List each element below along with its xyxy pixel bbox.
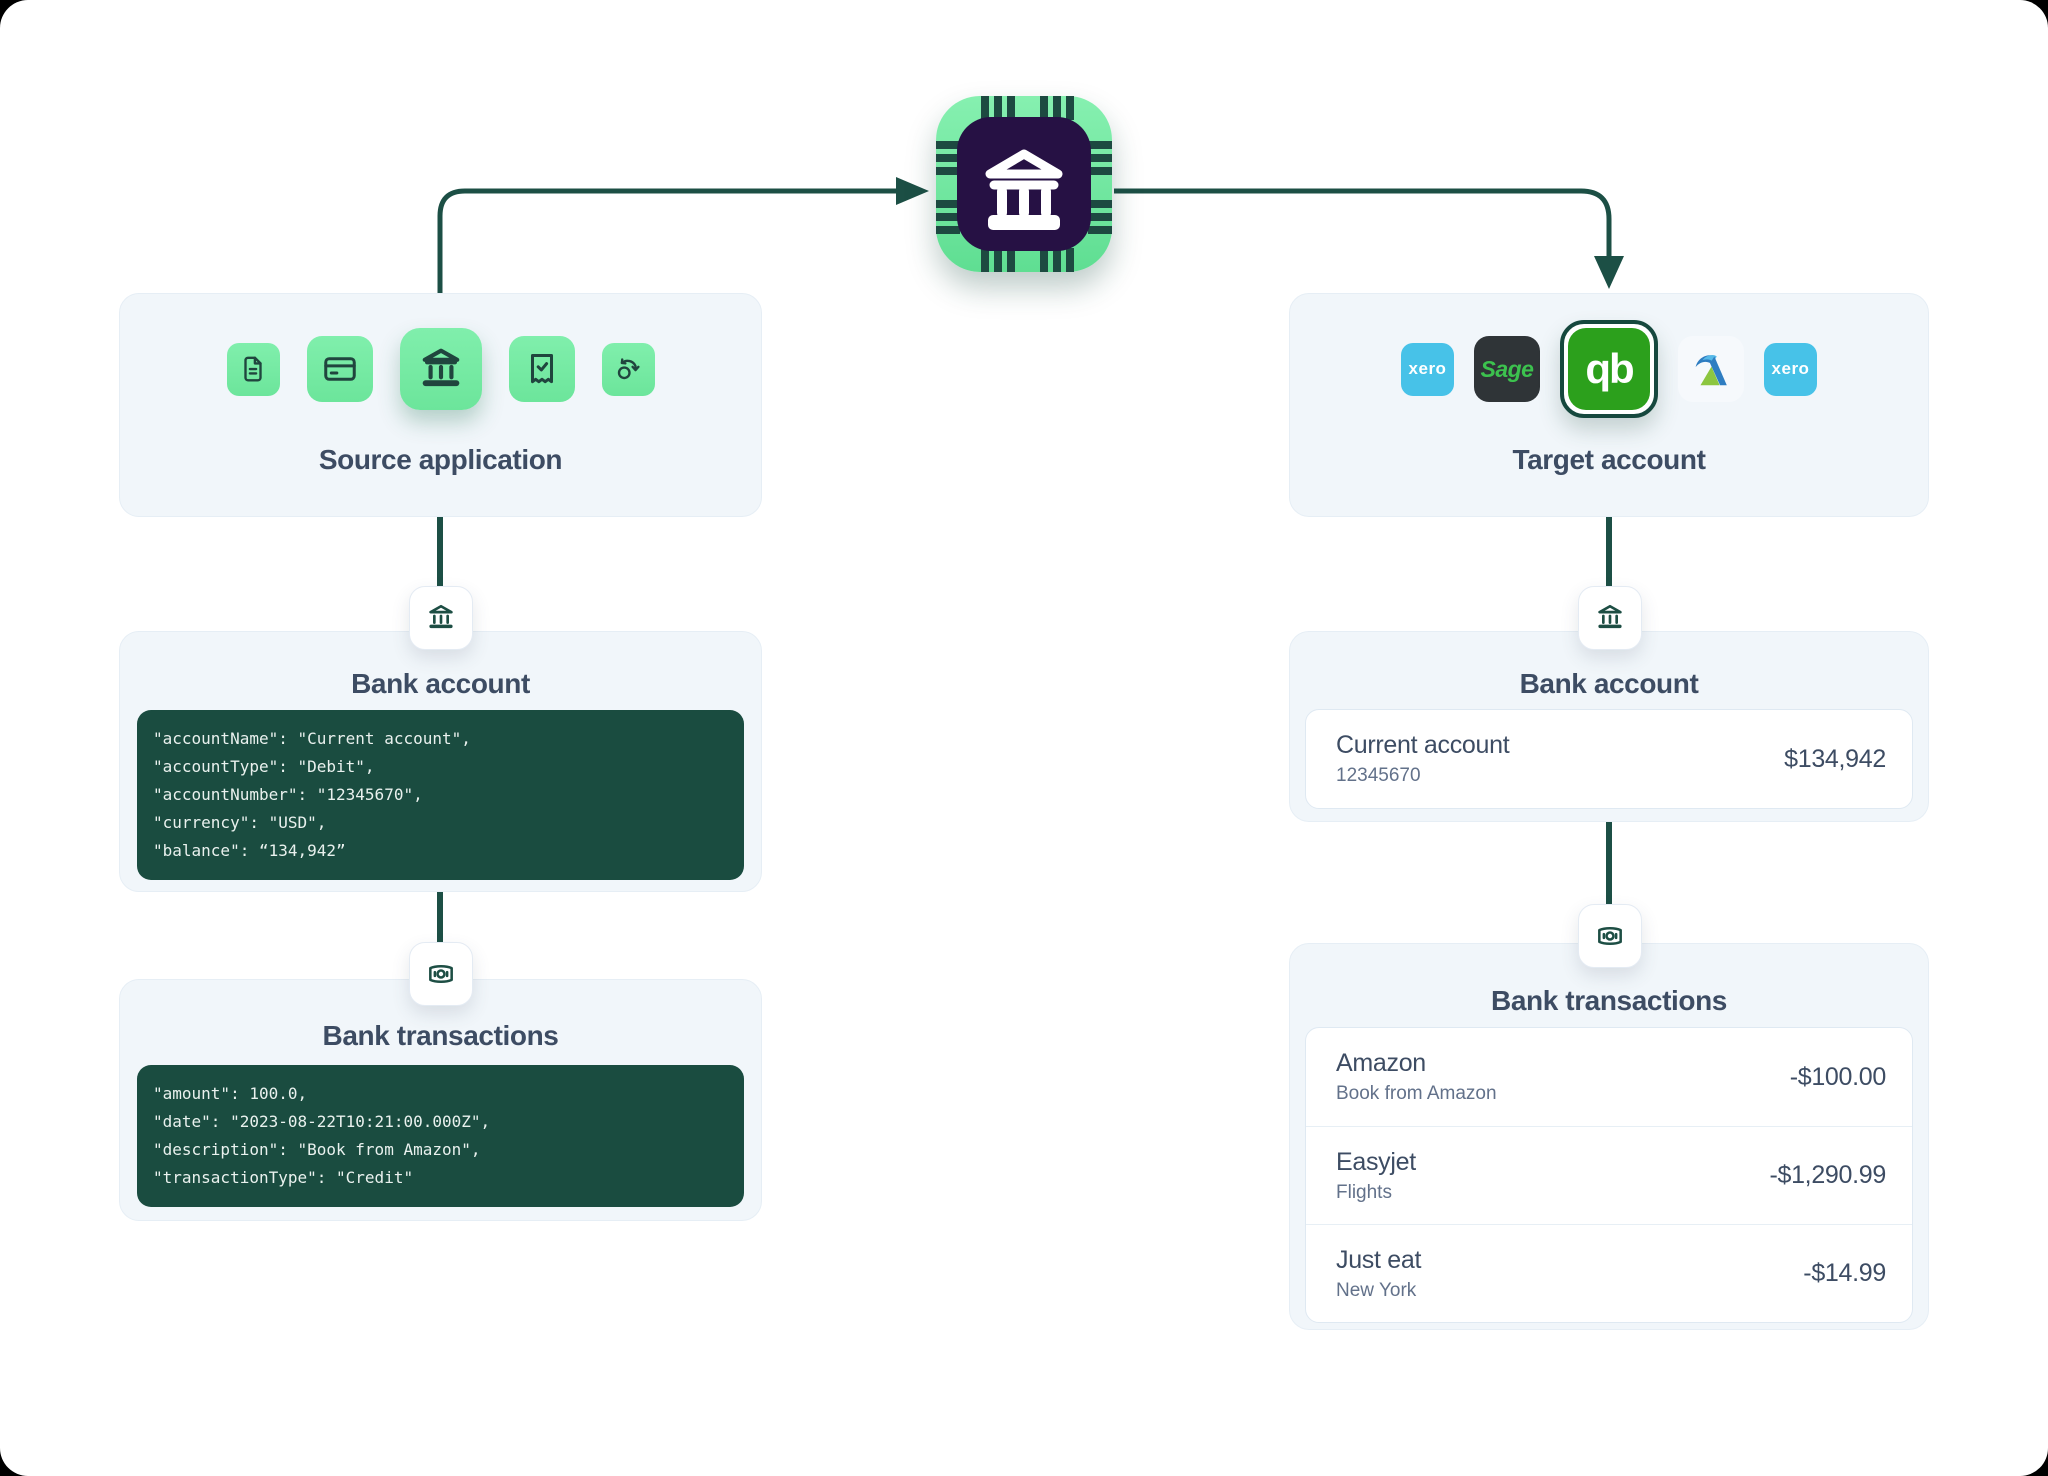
target-panel-title: Target account [1512, 444, 1706, 475]
sage-app-icon[interactable]: Sage [1474, 336, 1540, 402]
sync-icon[interactable] [601, 342, 655, 396]
transaction-row: Amazon Book from Amazon -$100.00 [1306, 1028, 1912, 1126]
bank-account-json-code: "accountName": "Current account", "accou… [137, 710, 744, 880]
left-bank-account-card: Bank account "accountName": "Current acc… [119, 631, 762, 892]
freeagent-app-icon[interactable] [1678, 336, 1744, 402]
bank-badge-right [1578, 586, 1642, 650]
xero-app-icon-2[interactable]: xero [1764, 342, 1817, 396]
transaction-name: Just eat [1336, 1245, 1422, 1274]
bank-icon[interactable] [399, 328, 482, 410]
banknote-icon [1598, 926, 1622, 946]
account-balance: $134,942 [1784, 744, 1886, 773]
document-icon[interactable] [226, 342, 280, 396]
bank-chip-icon [936, 96, 1112, 272]
arrowhead-down [1594, 256, 1624, 289]
credit-card-icon[interactable] [306, 336, 373, 402]
source-panel-title: Source application [318, 444, 563, 475]
transactions-badge-left [409, 942, 473, 1006]
left-bank-transactions-card: Bank transactions "amount": 100.0, "date… [119, 979, 762, 1221]
freeagent-logo-icon [1695, 354, 1727, 386]
left-bank-account-title: Bank account [351, 668, 530, 699]
arrow-processor-to-target [1114, 188, 1612, 258]
transaction-detail: Book from Amazon [1336, 1083, 1497, 1104]
processor-chip [936, 96, 1112, 272]
transaction-row: Just eat New York -$14.99 [1306, 1224, 1912, 1322]
transaction-detail: New York [1336, 1279, 1417, 1301]
right-bank-account-title: Bank account [1519, 668, 1699, 699]
transaction-name: Easyjet [1336, 1147, 1416, 1176]
account-name: Current account [1336, 731, 1510, 759]
transaction-row: Easyjet Flights -$1,290.99 [1306, 1126, 1912, 1224]
xero-app-icon[interactable]: xero [1401, 342, 1454, 396]
right-bank-transactions-title: Bank transactions [1491, 985, 1727, 1016]
source-application-panel: Source application [119, 293, 762, 517]
bank-icon [429, 604, 453, 629]
transactions-badge-right [1578, 904, 1642, 968]
target-apps-row: xero Sage qb xero [1290, 294, 1928, 444]
right-bank-account-card: Bank account Current account 12345670 $1… [1289, 631, 1929, 822]
right-bank-transactions-card: Bank transactions Amazon Book from Amazo… [1289, 943, 1929, 1330]
transactions-list: Amazon Book from Amazon -$100.00 Easyjet… [1305, 1027, 1913, 1323]
transaction-name: Amazon [1336, 1049, 1426, 1077]
bank-icon [1598, 604, 1622, 629]
transaction-amount: -$14.99 [1803, 1259, 1886, 1287]
arrowhead-right [896, 177, 929, 205]
target-account-panel: xero Sage qb xero Target account [1289, 293, 1929, 517]
bank-transactions-json-code: "amount": 100.0, "date": "2023-08-22T10:… [137, 1065, 744, 1207]
banknote-icon [429, 964, 453, 984]
arrow-source-to-processor [437, 188, 898, 294]
transaction-detail: Flights [1336, 1181, 1392, 1203]
current-account-row: Current account 12345670 $134,942 [1305, 709, 1913, 809]
left-bank-transactions-title: Bank transactions [322, 1020, 559, 1051]
quickbooks-app-icon[interactable]: qb [1568, 328, 1650, 410]
transaction-amount: -$100.00 [1789, 1062, 1887, 1091]
source-icons-row [120, 294, 761, 444]
account-number: 12345670 [1336, 765, 1421, 786]
bank-badge-left [409, 586, 473, 650]
receipt-check-icon[interactable] [508, 336, 575, 402]
transaction-amount: -$1,290.99 [1769, 1161, 1886, 1189]
selected-app-ring: qb [1560, 320, 1658, 418]
